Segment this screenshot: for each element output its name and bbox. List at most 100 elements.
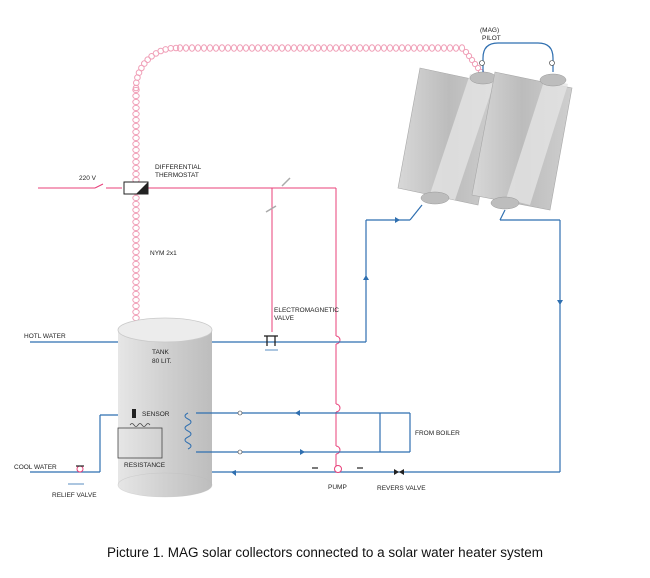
label-pilot: PILOT — [482, 35, 501, 42]
storage-tank — [117, 317, 213, 498]
cable-coil-loop — [320, 44, 328, 52]
cable-coil-loop — [248, 44, 256, 52]
cable-coil-loop — [132, 224, 140, 232]
cable-coil-loop — [132, 242, 140, 250]
cable-coil-loop — [272, 44, 280, 52]
cable-coil-loop — [278, 44, 286, 52]
cable-coil-loop — [132, 194, 140, 202]
cable-coil-loop — [132, 164, 140, 172]
cable-coil-loop — [224, 44, 232, 52]
cable-coil-loop — [338, 44, 346, 52]
cable-coil-loop — [368, 44, 376, 52]
differential-thermostat[interactable] — [123, 181, 149, 195]
label-relief-valve: RELIEF VALVE — [52, 492, 97, 499]
cable-coil-loop — [332, 44, 340, 52]
electrical-wiring — [38, 177, 341, 466]
cable-coil-loop — [260, 44, 268, 52]
cable-coil-loop — [462, 48, 470, 56]
cable-coil-loop — [468, 56, 476, 64]
cable-coil-loop — [230, 44, 238, 52]
cable-coil-loop — [392, 44, 400, 52]
cable-coil-loop — [132, 206, 140, 214]
resistance-coil — [129, 423, 151, 427]
label-mag: (MAG) — [480, 27, 499, 34]
cable-coil-loop — [144, 56, 151, 64]
cable-coil-loop — [416, 44, 424, 52]
label-from-boiler: FROM BOILER — [415, 430, 460, 437]
tee-markers — [76, 465, 363, 469]
cable-coil-loop — [132, 278, 140, 286]
cable-coil-loop — [138, 64, 145, 72]
cable-coil-loop — [350, 44, 358, 52]
cable-coil-loop — [380, 44, 388, 52]
cable-coil-loop — [374, 44, 382, 52]
cable-coil-loop — [326, 44, 334, 52]
label-tank: TANK — [152, 349, 170, 356]
water-piping — [30, 42, 561, 473]
cable-coil-loop — [172, 44, 180, 52]
cable-coil-loop — [132, 284, 140, 292]
cable-coil-loop — [141, 60, 148, 67]
cable-coil-loop — [428, 44, 436, 52]
cable-coil-loop — [290, 44, 298, 52]
cable-coil-loop — [471, 60, 479, 68]
solar-collector-right[interactable] — [471, 71, 573, 211]
cable-coil-loop — [308, 44, 316, 52]
cable-coil-loop — [132, 152, 140, 160]
cable-coil-loop — [132, 296, 140, 304]
cable-coil-loop — [132, 308, 140, 316]
cable-coil-loop — [132, 86, 140, 94]
cable-coil-loop — [132, 236, 140, 244]
cable-coil-loop — [446, 44, 454, 52]
cable-coil-loop — [188, 44, 196, 52]
cable-coil-loop — [132, 290, 140, 298]
cable-coil-loop — [132, 128, 140, 136]
cable-coil-loop — [296, 44, 304, 52]
resistance-element — [117, 427, 163, 459]
cable-coil-loop — [132, 146, 140, 154]
label-sensor: SENSOR — [142, 411, 170, 418]
label-thermostat: THERMOSTAT — [155, 172, 199, 179]
cable-coil-loop — [132, 200, 140, 208]
label-tank-capacity: 80 LIT. — [152, 358, 172, 365]
label-valve: VALVE — [274, 315, 295, 322]
cable-coil-loop — [440, 44, 448, 52]
cable-coil-loop — [132, 122, 140, 130]
cable-coil-loop — [356, 44, 364, 52]
cable-coil-loop — [132, 158, 140, 166]
cable-coil-loop — [266, 44, 274, 52]
cable-coil-loop — [452, 44, 460, 52]
solar-collector-left[interactable] — [397, 67, 501, 206]
relief-valve[interactable] — [68, 465, 84, 485]
cable-coil-loop — [206, 44, 214, 52]
cable-coil-loop — [465, 52, 473, 60]
cable-coil-loop — [242, 44, 250, 52]
pump[interactable] — [334, 465, 342, 473]
cable-coil-loop — [194, 44, 202, 52]
electromagnetic-valve[interactable] — [264, 335, 278, 351]
cable-coil-loop — [200, 44, 208, 52]
cable-coil-loop — [132, 212, 140, 220]
cable-coil-loop — [132, 110, 140, 118]
revers-valve[interactable] — [394, 469, 404, 475]
cable-coil-loop — [398, 44, 406, 52]
cable-coil-loop — [362, 44, 370, 52]
cable-coil-loop — [132, 230, 140, 238]
cable-coil-loop — [254, 44, 262, 52]
cable-coil-loop — [182, 44, 190, 52]
cable-coil-loop — [314, 44, 322, 52]
pipe-fittings — [237, 60, 555, 455]
cable-coil-loop — [302, 44, 310, 52]
heat-exchanger-coil[interactable] — [184, 412, 192, 450]
cable-coil-loop — [404, 44, 412, 52]
cable-coil-loop — [132, 302, 140, 310]
label-electromagnetic: ELECTROMAGNETIC — [274, 307, 339, 314]
cable-coil-loop — [132, 116, 140, 124]
cable-coil-loop — [132, 170, 140, 178]
cable-coil-loop — [162, 46, 169, 53]
cable-coil-loop — [132, 98, 140, 106]
cable-coil-loop — [410, 44, 418, 52]
cable-coil-loop — [132, 218, 140, 226]
cable-coil-loop — [474, 64, 482, 72]
